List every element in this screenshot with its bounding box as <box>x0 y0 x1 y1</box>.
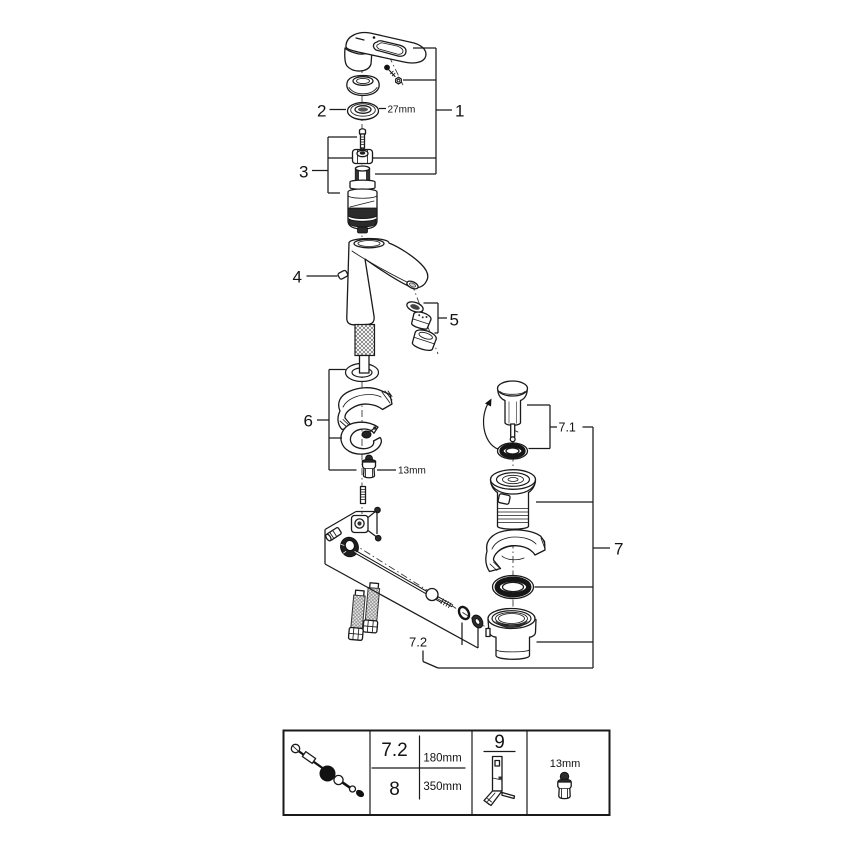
handle-screw <box>384 64 402 85</box>
callout-7-1: 7.1 <box>559 421 576 435</box>
cartridge-nut <box>351 148 374 165</box>
faucet-body <box>337 237 429 383</box>
handle-dome-cap <box>346 74 380 97</box>
drain-oring <box>491 574 535 600</box>
handle-lever <box>344 31 427 72</box>
mounting-wedge <box>337 387 393 431</box>
callout-5: 5 <box>450 311 459 330</box>
body-side-pin <box>337 269 349 280</box>
table-tool-drawing <box>483 755 516 807</box>
cartridge <box>347 165 378 234</box>
table-rod-drawing <box>290 743 365 798</box>
drain-flange <box>489 469 537 530</box>
callout-7: 7 <box>614 540 623 559</box>
parts-table: 7.2 180mm 8 350mm 9 13mm <box>282 729 611 816</box>
table-row1-part: 7.2 <box>381 740 407 761</box>
table-socket-size: 13mm <box>550 758 581 770</box>
dim-13mm: 13mm <box>398 466 426 477</box>
drain-wedge <box>485 529 546 573</box>
callout-1: 1 <box>455 102 464 121</box>
popup-plunger <box>482 380 529 450</box>
table-row2-length: 350mm <box>423 781 461 793</box>
threaded-shank <box>354 323 376 357</box>
table-tool-label: 9 <box>494 732 505 753</box>
callout-7-2: 7.2 <box>409 635 427 650</box>
table-row1-length: 180mm <box>423 753 461 765</box>
cartridge-screw <box>358 128 367 152</box>
mounting-nut-13mm <box>361 454 377 479</box>
lever-dot-mark <box>372 36 376 39</box>
aerator-assembly <box>406 301 437 352</box>
escutcheon-ring-27mm <box>346 101 380 121</box>
table-socket-drawing <box>557 771 572 800</box>
drain-body <box>485 607 537 660</box>
dim-27mm: 27mm <box>388 105 416 116</box>
callout-labels: 1 2 27mm 3 4 5 6 13mm 7.1 7 7.2 <box>293 102 624 650</box>
callout-2: 2 <box>317 102 326 121</box>
linkage-rod-assembly <box>325 485 484 629</box>
callout-leader-lines <box>306 47 610 669</box>
shank-tube <box>358 354 370 374</box>
callout-6: 6 <box>304 412 313 431</box>
rotate-arrowhead <box>485 398 492 407</box>
table-row2-part: 8 <box>389 779 400 800</box>
callout-4: 4 <box>293 268 302 287</box>
mounting-horseshoe-washer <box>340 421 383 455</box>
callout-3: 3 <box>299 163 308 182</box>
plunger-gasket <box>496 442 529 460</box>
flexible-hoses <box>347 582 381 641</box>
